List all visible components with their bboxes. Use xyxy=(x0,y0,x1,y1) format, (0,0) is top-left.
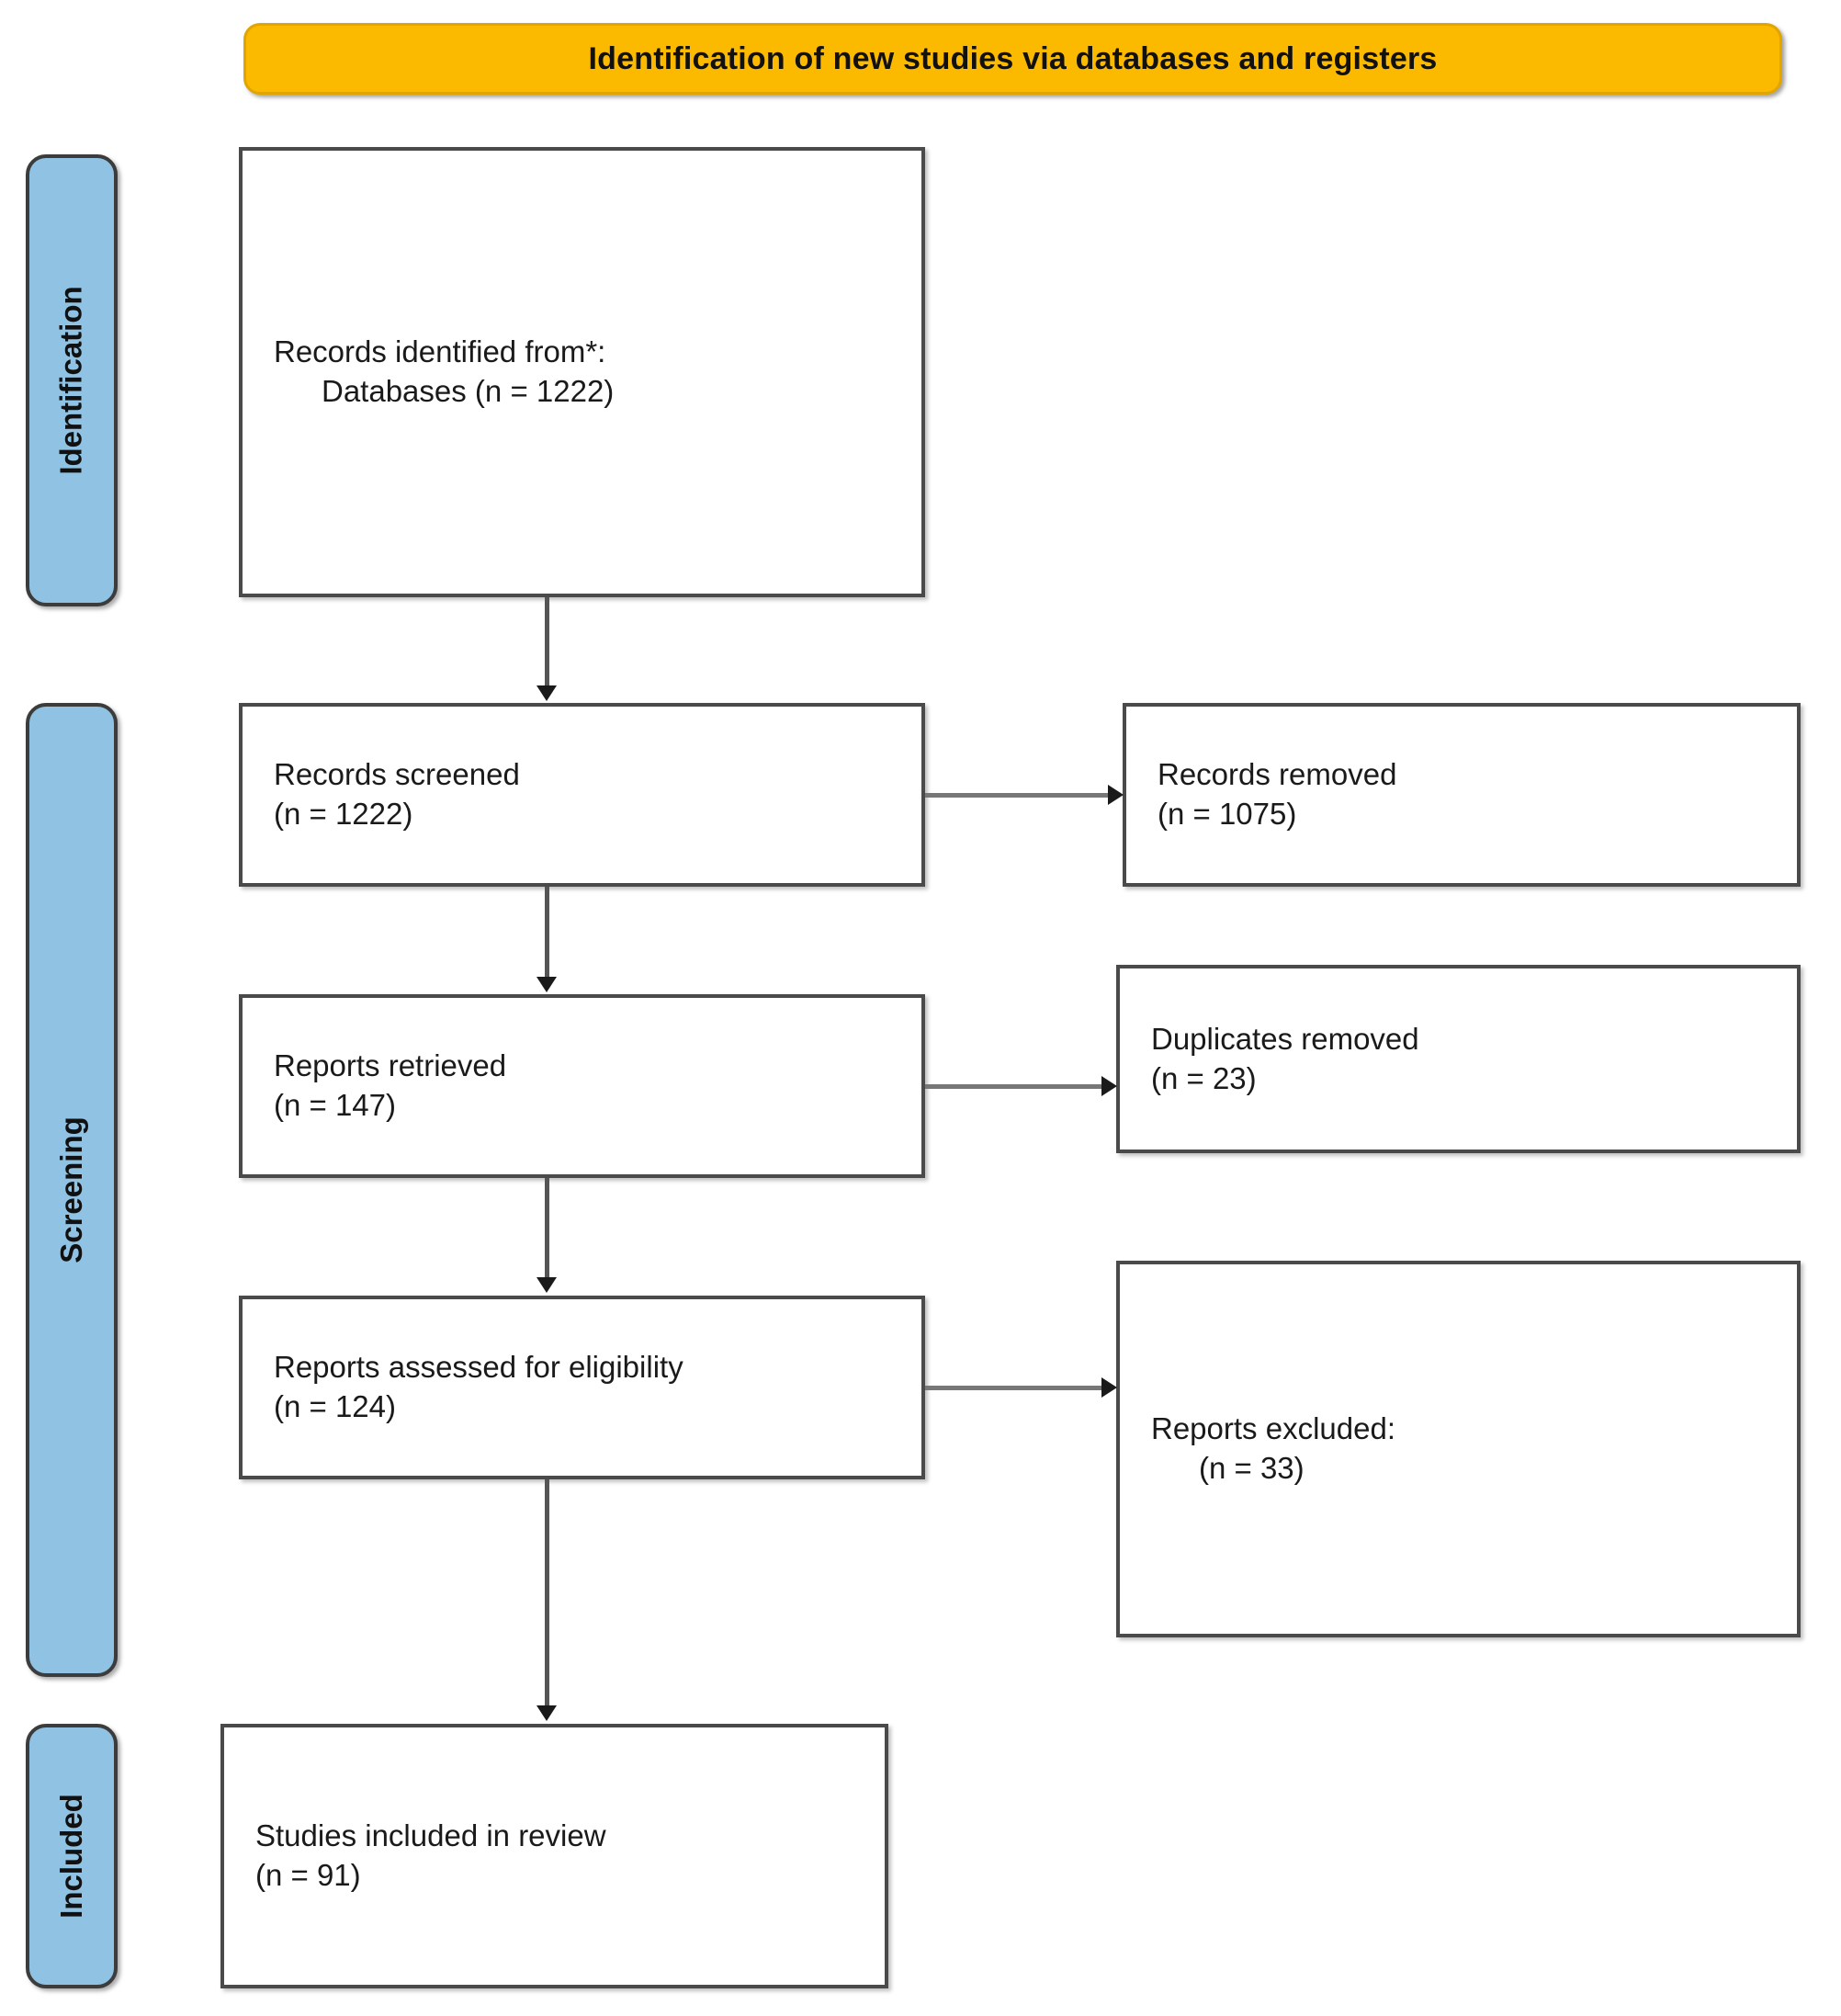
stage-tab-screening-label: Screening xyxy=(54,1116,88,1263)
connector-assessed-to-reports-excluded xyxy=(925,1386,1104,1390)
stage-tab-included: Included xyxy=(26,1724,118,1988)
box-records-removed-line1: Records removed xyxy=(1158,757,1397,792)
box-reports-excluded-line1: Reports excluded: xyxy=(1151,1411,1395,1446)
box-studies-included: Studies included in review (n = 91) xyxy=(220,1724,888,1988)
header-banner-label: Identification of new studies via databa… xyxy=(588,40,1438,76)
box-reports-retrieved-line1: Reports retrieved xyxy=(274,1048,507,1083)
box-records-removed-line2: (n = 1075) xyxy=(1158,797,1297,831)
stage-tab-identification-label: Identification xyxy=(54,286,88,475)
box-reports-assessed-line2: (n = 124) xyxy=(274,1389,396,1423)
connector-screened-to-retrieved-arrow xyxy=(536,977,557,992)
connector-assessed-to-included-arrow xyxy=(536,1705,557,1721)
stage-tab-identification: Identification xyxy=(26,154,118,606)
box-records-screened-line2: (n = 1222) xyxy=(274,797,413,831)
box-reports-excluded: Reports excluded: (n = 33) xyxy=(1116,1261,1801,1637)
box-reports-assessed: Reports assessed for eligibility (n = 12… xyxy=(239,1296,925,1479)
connector-screened-to-retrieved xyxy=(545,887,549,979)
connector-retrieved-to-duplicates-removed-arrow xyxy=(1101,1076,1117,1096)
box-records-identified: Records identified from*: Databases (n =… xyxy=(239,147,925,597)
box-studies-included-line2: (n = 91) xyxy=(255,1858,361,1892)
box-studies-included-line1: Studies included in review xyxy=(255,1818,606,1853)
connector-assessed-to-included xyxy=(545,1479,549,1707)
box-duplicates-removed-line2: (n = 23) xyxy=(1151,1060,1257,1095)
box-records-identified-line1: Records identified from*: xyxy=(274,334,606,369)
box-reports-excluded-line2: (n = 33) xyxy=(1199,1451,1305,1485)
box-duplicates-removed-line1: Duplicates removed xyxy=(1151,1021,1419,1056)
box-reports-retrieved-line2: (n = 147) xyxy=(274,1088,396,1122)
box-reports-assessed-line1: Reports assessed for eligibility xyxy=(274,1350,683,1385)
box-records-identified-line2: Databases (n = 1222) xyxy=(322,374,615,408)
connector-screened-to-records-removed xyxy=(925,793,1111,798)
connector-retrieved-to-duplicates-removed xyxy=(925,1084,1104,1089)
connector-assessed-to-reports-excluded-arrow xyxy=(1101,1377,1117,1398)
box-reports-retrieved: Reports retrieved (n = 147) xyxy=(239,994,925,1178)
box-records-screened-line1: Records screened xyxy=(274,757,520,792)
connector-identified-to-screened xyxy=(545,597,549,687)
connector-retrieved-to-assessed-arrow xyxy=(536,1277,557,1293)
connector-retrieved-to-assessed xyxy=(545,1178,549,1279)
box-duplicates-removed: Duplicates removed (n = 23) xyxy=(1116,965,1801,1153)
stage-tab-included-label: Included xyxy=(54,1794,88,1919)
header-banner: Identification of new studies via databa… xyxy=(243,23,1782,95)
box-records-removed: Records removed (n = 1075) xyxy=(1123,703,1801,887)
box-records-screened: Records screened (n = 1222) xyxy=(239,703,925,887)
stage-tab-screening: Screening xyxy=(26,703,118,1677)
connector-identified-to-screened-arrow xyxy=(536,685,557,701)
connector-screened-to-records-removed-arrow xyxy=(1108,785,1124,805)
